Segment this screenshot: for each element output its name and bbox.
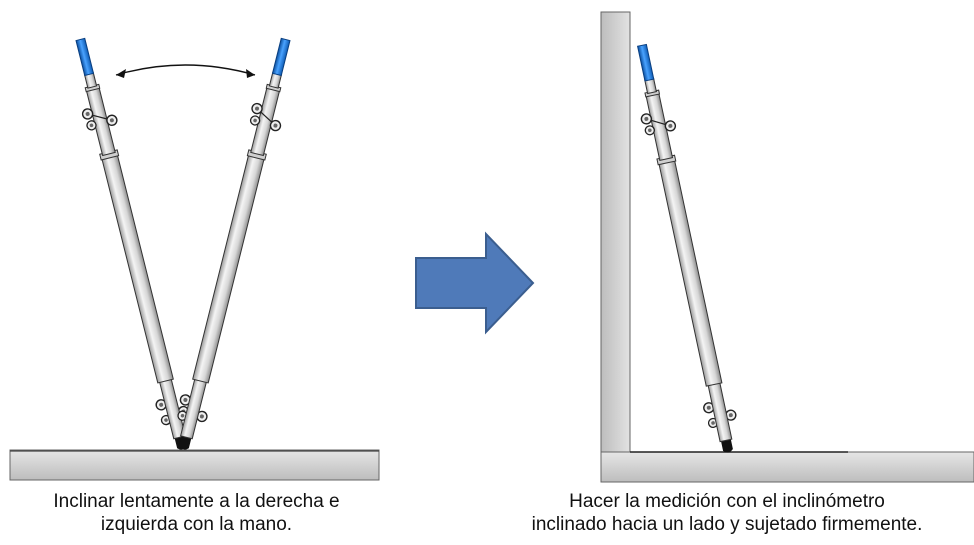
wall — [600, 11, 631, 453]
ground-slab-left — [9, 449, 380, 481]
caption-left-line-2: izquierda con la mano. — [100, 514, 293, 535]
caption-right-line-1: Hacer la medición con el inclinómetro — [569, 491, 885, 512]
caption-right-line-2: inclinado hacia un lado y sujetado firme… — [531, 514, 923, 535]
caption-left: Inclinar lentamente a la derecha e izqui… — [0, 490, 393, 536]
probe-against-wall — [625, 41, 745, 457]
ground-slab-right — [600, 451, 974, 483]
right-panel — [600, 11, 974, 483]
probe-tilted-left — [64, 34, 199, 454]
probe-tilted-right — [167, 34, 302, 454]
left-panel — [9, 34, 380, 481]
swing-arc-arrow — [115, 64, 256, 76]
right-arrow-icon — [415, 231, 535, 335]
caption-right: Hacer la medición con el inclinómetro in… — [480, 490, 974, 536]
caption-left-line-1: Inclinar lentamente a la derecha e — [53, 491, 340, 512]
